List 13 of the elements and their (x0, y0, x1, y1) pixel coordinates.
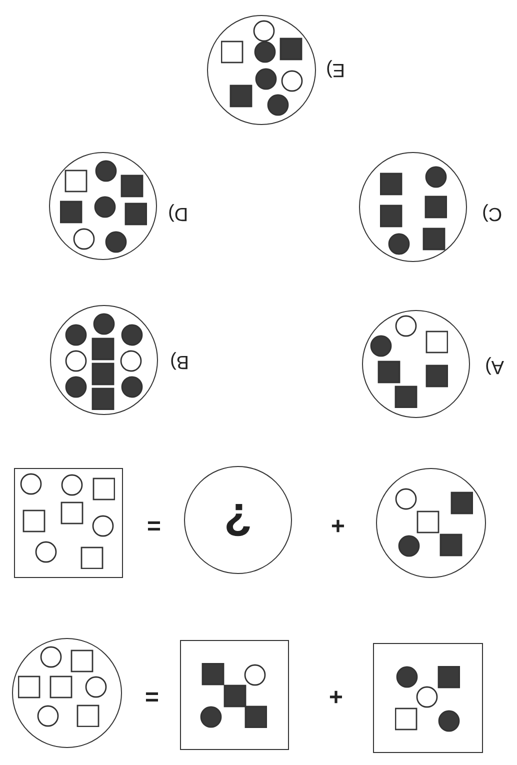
option-letter: B) (170, 352, 189, 371)
set-box (180, 640, 289, 750)
equals-sign: = (147, 513, 162, 537)
option-letter: D) (168, 204, 188, 223)
question-mark: ? (224, 497, 252, 543)
set-box (14, 468, 123, 578)
option-letter: A) (485, 357, 504, 376)
plus-sign: + (329, 684, 344, 708)
set-box (373, 643, 483, 753)
equals-sign: = (145, 684, 160, 708)
option-letter: E) (326, 60, 345, 79)
plus-sign: + (331, 513, 346, 537)
option-letter: C) (482, 204, 502, 223)
